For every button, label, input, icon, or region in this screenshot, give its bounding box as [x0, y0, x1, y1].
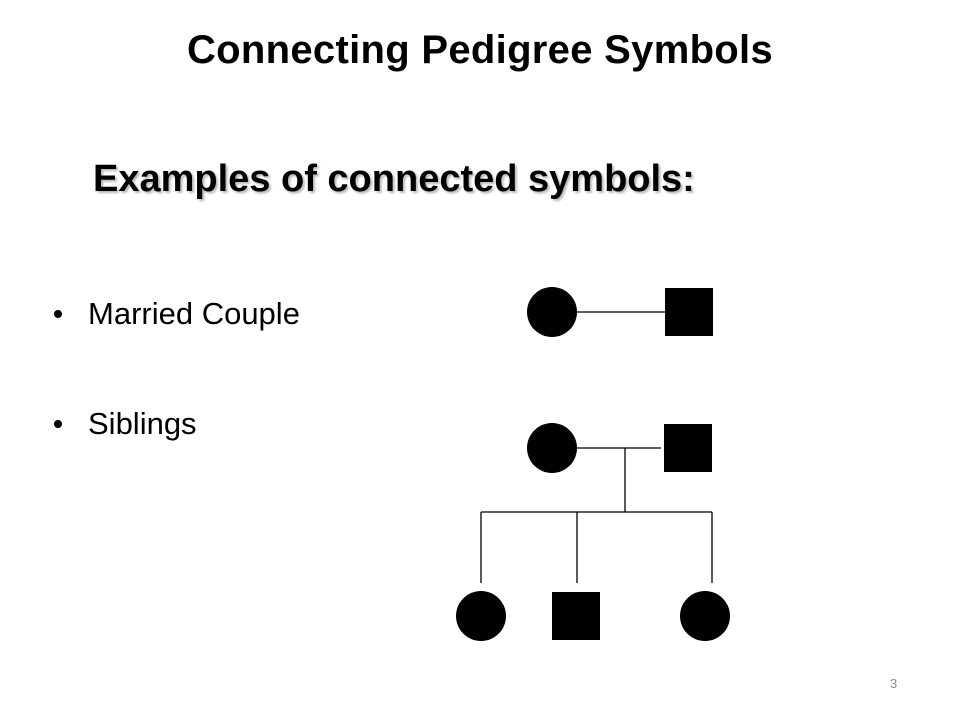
female-symbol-icon [456, 591, 506, 641]
bullet-dot-icon [54, 420, 62, 428]
female-symbol-icon [527, 423, 577, 473]
bullet-label: Married Couple [88, 296, 300, 331]
bullet-dot-icon [54, 310, 62, 318]
male-symbol-icon [665, 288, 713, 336]
slide-title: Connecting Pedigree Symbols [187, 28, 773, 72]
bullet-item-siblings: Siblings [48, 400, 300, 448]
page-number: 3 [890, 676, 898, 691]
male-symbol-icon [552, 592, 600, 640]
married-couple-group [527, 287, 713, 337]
bullet-list: Married Couple Siblings [48, 290, 300, 448]
bullet-label: Siblings [88, 406, 197, 441]
bullet-item-married-couple: Married Couple [48, 290, 300, 338]
siblings-group [456, 423, 730, 641]
slide-subtitle: Examples of connected symbols: [93, 158, 695, 200]
female-symbol-icon [527, 287, 577, 337]
female-symbol-icon [680, 591, 730, 641]
male-symbol-icon [664, 424, 712, 472]
